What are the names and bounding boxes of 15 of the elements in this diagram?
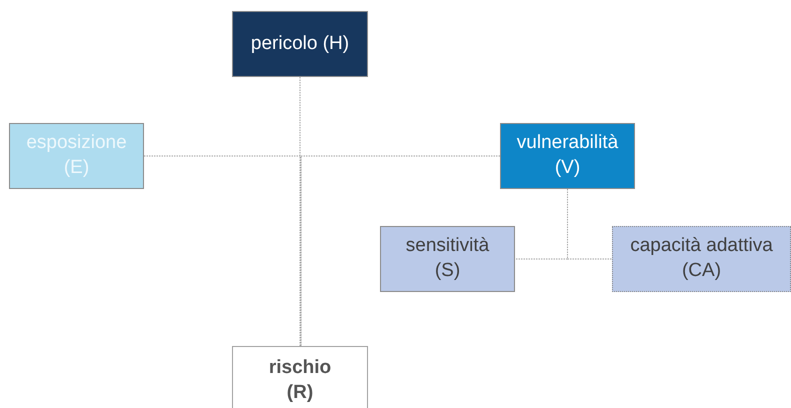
concept-box <box>500 123 635 189</box>
concept-box <box>9 123 144 189</box>
concept-box <box>612 226 791 292</box>
connector-line <box>144 156 302 346</box>
connector-line <box>567 188 612 260</box>
box-label: esposizione (E) <box>25 131 128 180</box>
box-label: vulnerabilità (V) <box>516 131 620 180</box>
concept-box <box>380 226 515 292</box>
concept-box <box>232 11 368 77</box>
box-label: capacità adattiva (CA) <box>629 234 774 283</box>
box-label: rischio (R) <box>268 356 332 405</box>
box-label: sensitività (S) <box>404 234 490 283</box>
box-label: pericolo (H) <box>250 32 350 56</box>
connector-line <box>300 156 500 346</box>
concept-box <box>232 346 368 408</box>
